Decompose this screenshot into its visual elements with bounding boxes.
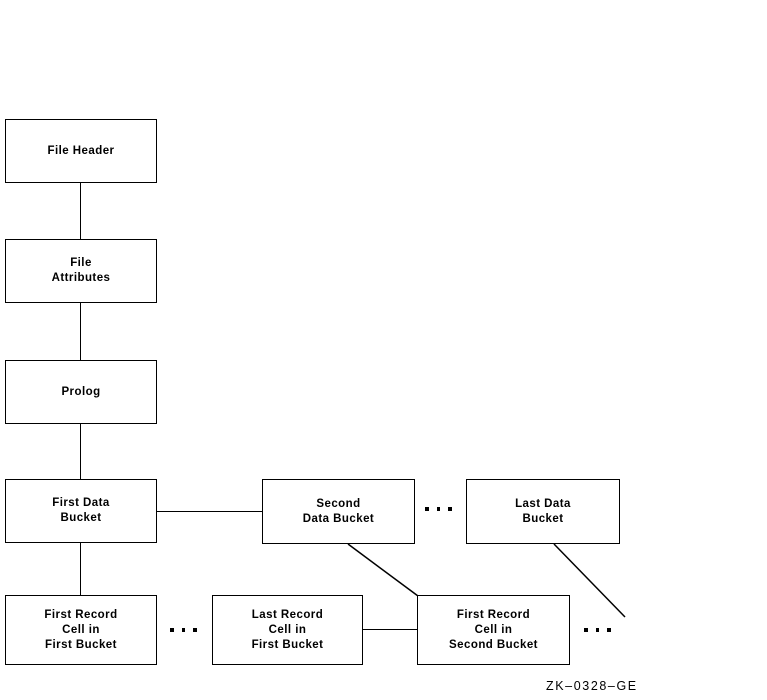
node-last-data-bucket[interactable]: Last Data Bucket [466,479,620,544]
node-file-header-label: File Header [47,144,115,157]
node-prolog-label: Prolog [61,385,101,398]
ellipsis-between-first-bucket-cells [170,628,197,632]
node-first-data-bucket[interactable]: First Data Bucket [5,479,157,543]
ellipsis-dot [436,507,440,511]
ellipsis-dot [584,628,588,632]
node-file-header[interactable]: File Header [5,119,157,183]
ellipsis-dot [448,507,452,511]
node-second-data-bucket-label: Second Data Bucket [302,497,375,525]
connector-first-to-second-data-bucket [156,511,263,513]
node-first-record-cell-in-second-bucket-label: First Record Cell in Second Bucket [449,608,538,651]
ellipsis-dot [607,628,611,632]
node-first-record-cell-in-first-bucket-label: First Record Cell in First Bucket [44,608,118,651]
ellipsis-dot [181,628,185,632]
node-first-record-cell-in-first-bucket[interactable]: First Record Cell in First Bucket [5,595,157,665]
node-first-record-cell-in-second-bucket[interactable]: First Record Cell in Second Bucket [417,595,570,665]
ellipsis-after-second-bucket-cell [584,628,611,632]
node-last-record-cell-in-first-bucket[interactable]: Last Record Cell in First Bucket [212,595,363,665]
node-last-record-cell-in-first-bucket-label: Last Record Cell in First Bucket [251,608,324,651]
ellipsis-dot [193,628,197,632]
ellipsis-between-data-buckets [425,507,452,511]
node-first-data-bucket-label: First Data Bucket [52,497,110,524]
node-last-data-bucket-label: Last Data Bucket [515,497,571,525]
connector-file-header-to-file-attributes [80,182,82,240]
ellipsis-dot [170,628,174,632]
connector-prolog-to-first-data-bucket [80,423,82,480]
ellipsis-dot [595,628,599,632]
node-second-data-bucket[interactable]: Second Data Bucket [262,479,415,544]
figure-caption: ZK–0328–GE [546,679,638,693]
connector-file-attributes-to-prolog [80,302,82,361]
node-file-attributes-label: File Attributes [51,257,111,284]
connector-last-record-cell-to-first-record-cell-second [362,629,418,631]
ellipsis-dot [425,507,429,511]
node-prolog[interactable]: Prolog [5,360,157,424]
node-file-attributes[interactable]: File Attributes [5,239,157,303]
connector-first-data-bucket-to-first-record-cell [80,542,82,596]
